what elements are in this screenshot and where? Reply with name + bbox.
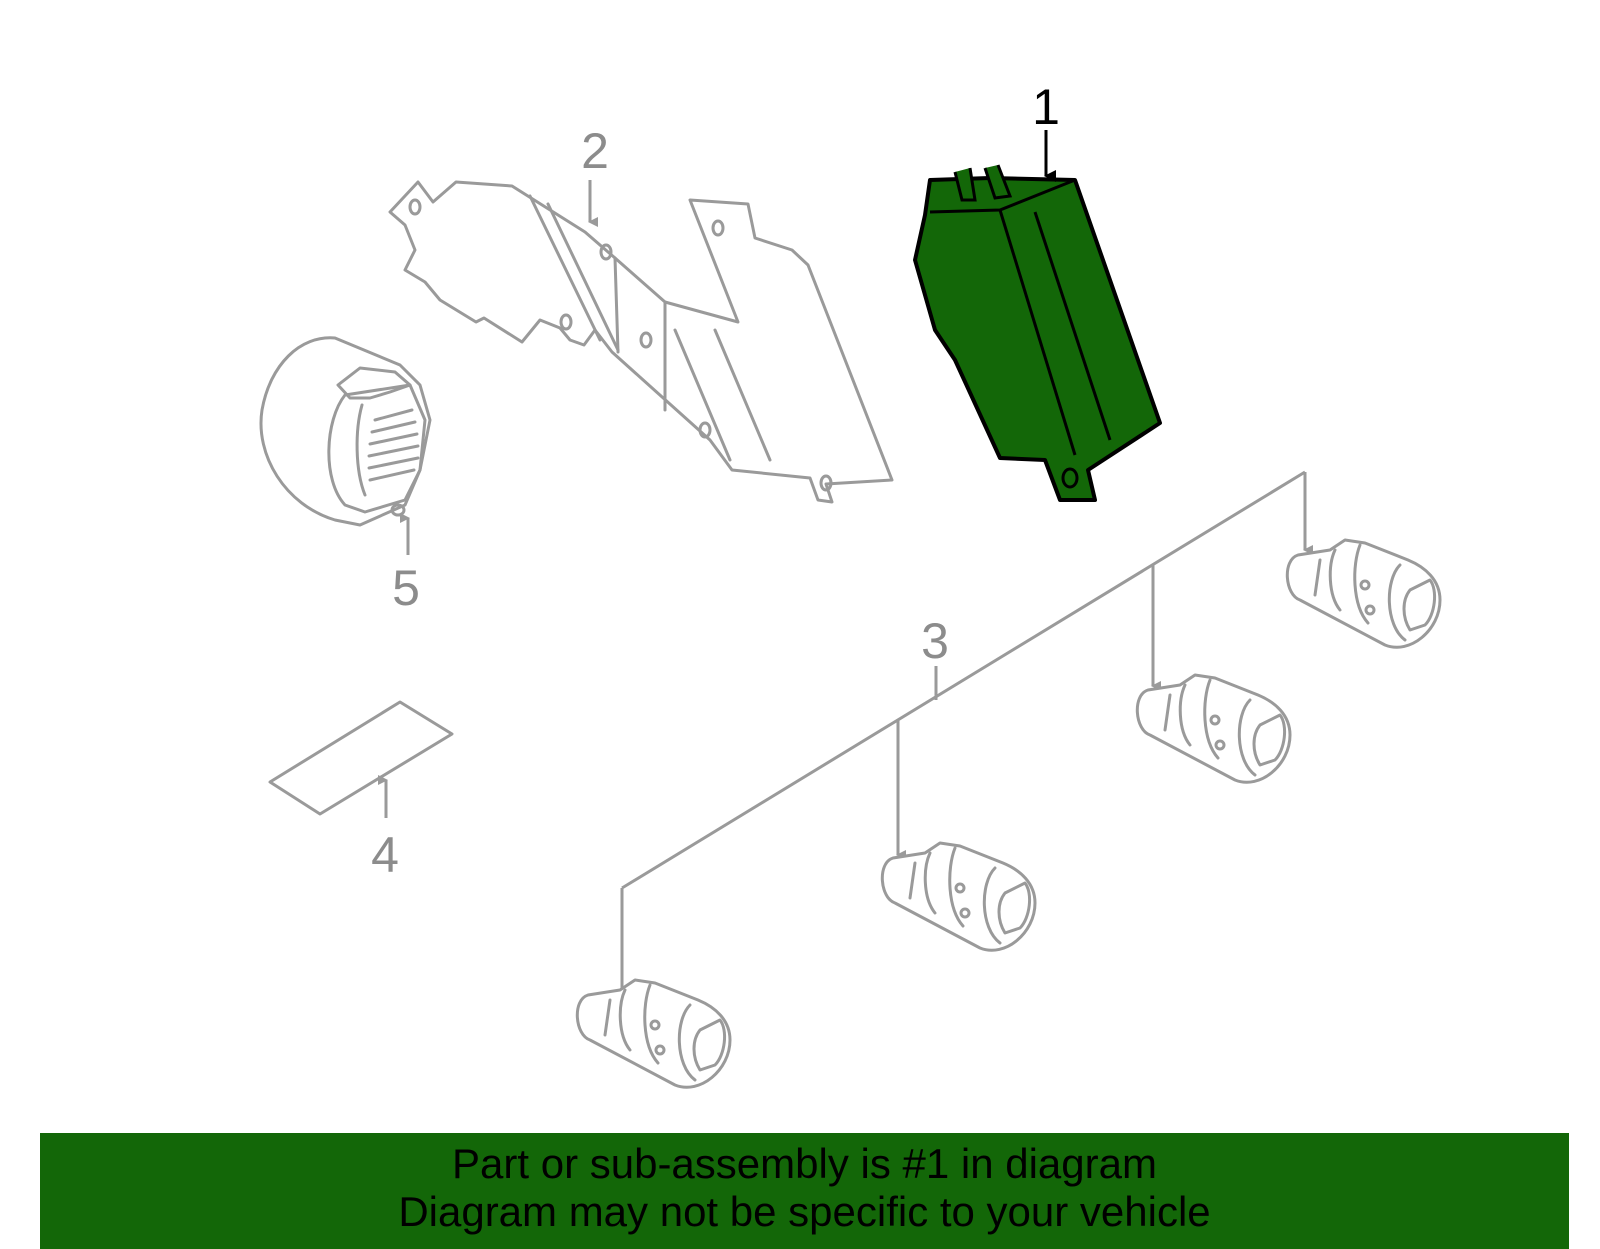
- info-banner: Part or sub-assembly is #1 in diagram Di…: [40, 1133, 1569, 1249]
- parking-sensor-4[interactable]: [575, 978, 732, 1089]
- part-1-control-module[interactable]: [913, 164, 1162, 502]
- parking-sensor-3[interactable]: [880, 841, 1037, 952]
- part-2-bracket[interactable]: [388, 180, 894, 504]
- part-5-buzzer[interactable]: [259, 336, 432, 527]
- banner-line-1: Part or sub-assembly is #1 in diagram: [452, 1140, 1157, 1187]
- callout-5: 5: [392, 560, 420, 616]
- callout-2: 2: [581, 123, 609, 179]
- callout-3: 3: [921, 613, 949, 669]
- parking-sensor-1[interactable]: [1285, 538, 1442, 649]
- part-3-harness[interactable]: [620, 470, 1313, 995]
- banner-line-2: Diagram may not be specific to your vehi…: [398, 1188, 1211, 1235]
- callout-1: 1: [1032, 79, 1060, 135]
- part-4-label[interactable]: [268, 700, 454, 816]
- callout-4: 4: [371, 827, 399, 883]
- parking-sensor-2[interactable]: [1135, 673, 1292, 784]
